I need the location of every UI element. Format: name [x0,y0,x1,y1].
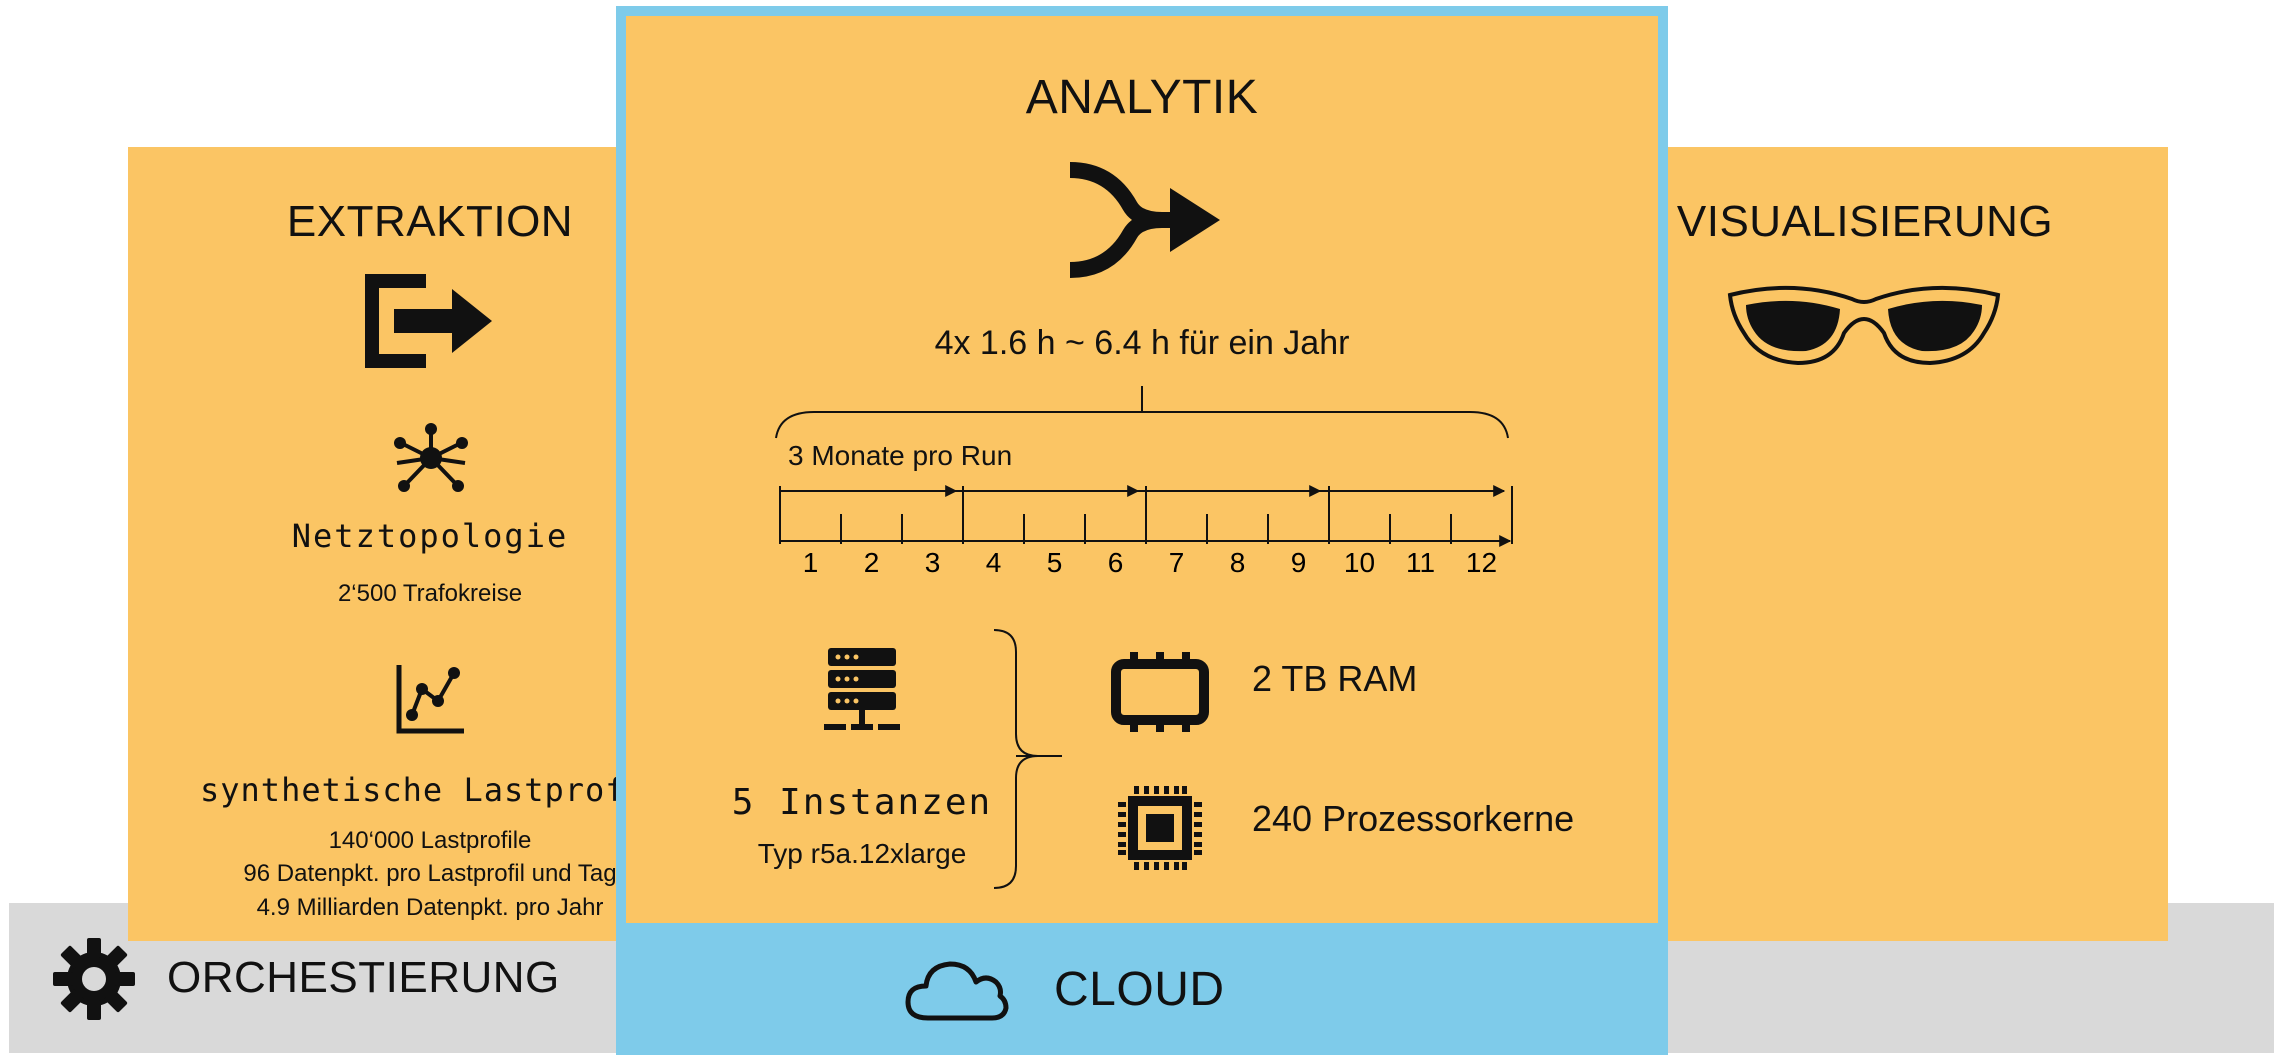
month-label: 4 [986,547,1002,578]
topology-label: Netztopologie [291,517,569,555]
export-icon [365,274,492,368]
profiles-detail: 4.9 Milliarden Datenpkt. pro Jahr [256,894,604,921]
profiles-label: synthetische Lastprofile [200,771,648,809]
cpu-label: 240 Prozessorkerne [1252,798,1575,839]
extraction-panel: EXTRAKTION Netztopologie 2‘500 Trafokrei… [128,147,648,941]
month-label: 6 [1108,547,1124,578]
ram-label: 2 TB RAM [1252,658,1418,699]
network-icon [394,423,468,492]
month-label: 7 [1169,547,1185,578]
analytics-title: ANALYTIK [1025,71,1259,124]
analytics-summary: 4x 1.6 h ~ 6.4 h für ein Jahr [934,324,1350,362]
line-chart-icon [396,665,464,734]
month-label: 11 [1406,547,1435,578]
instances-label: 5 Instanzen [731,782,993,823]
run-label: 3 Monate pro Run [788,440,1013,471]
month-label: 3 [925,547,941,578]
profiles-detail: 140‘000 Lastprofile [328,827,532,854]
visualization-panel: VISUALISIERUNG [1660,147,2168,941]
month-label: 8 [1230,547,1246,578]
orchestration-label: ORCHESTIERUNG [167,953,560,1002]
profiles-detail: 96 Datenpkt. pro Lastprofil und Tag [243,860,617,887]
month-label: 10 [1344,547,1375,578]
visualization-title: VISUALISIERUNG [1676,197,2054,246]
timeline-brace [775,386,1509,439]
instances-type: Typ r5a.12xlarge [757,838,967,869]
sunglasses-icon [1727,285,2001,366]
month-label: 12 [1466,547,1497,578]
instances-brace [993,629,1062,889]
cloud-icon [905,961,1009,1021]
cpu-icon [1118,786,1202,870]
extraction-title: EXTRAKTION [286,197,574,246]
cloud-label: CLOUD [1054,963,1225,1016]
gear-icon [53,938,135,1020]
server-icon [824,648,900,730]
analytics-panel: ANALYTIK 4x 1.6 h ~ 6.4 h für ein Jahr 3… [626,16,1658,923]
merge-arrow-icon [1069,162,1220,278]
memory-icon [1111,652,1209,732]
topology-detail: 2‘500 Trafokreise [337,580,523,607]
month-label: 2 [864,547,880,578]
month-label: 1 [803,547,819,578]
month-label: 9 [1291,547,1307,578]
month-label: 5 [1047,547,1063,578]
